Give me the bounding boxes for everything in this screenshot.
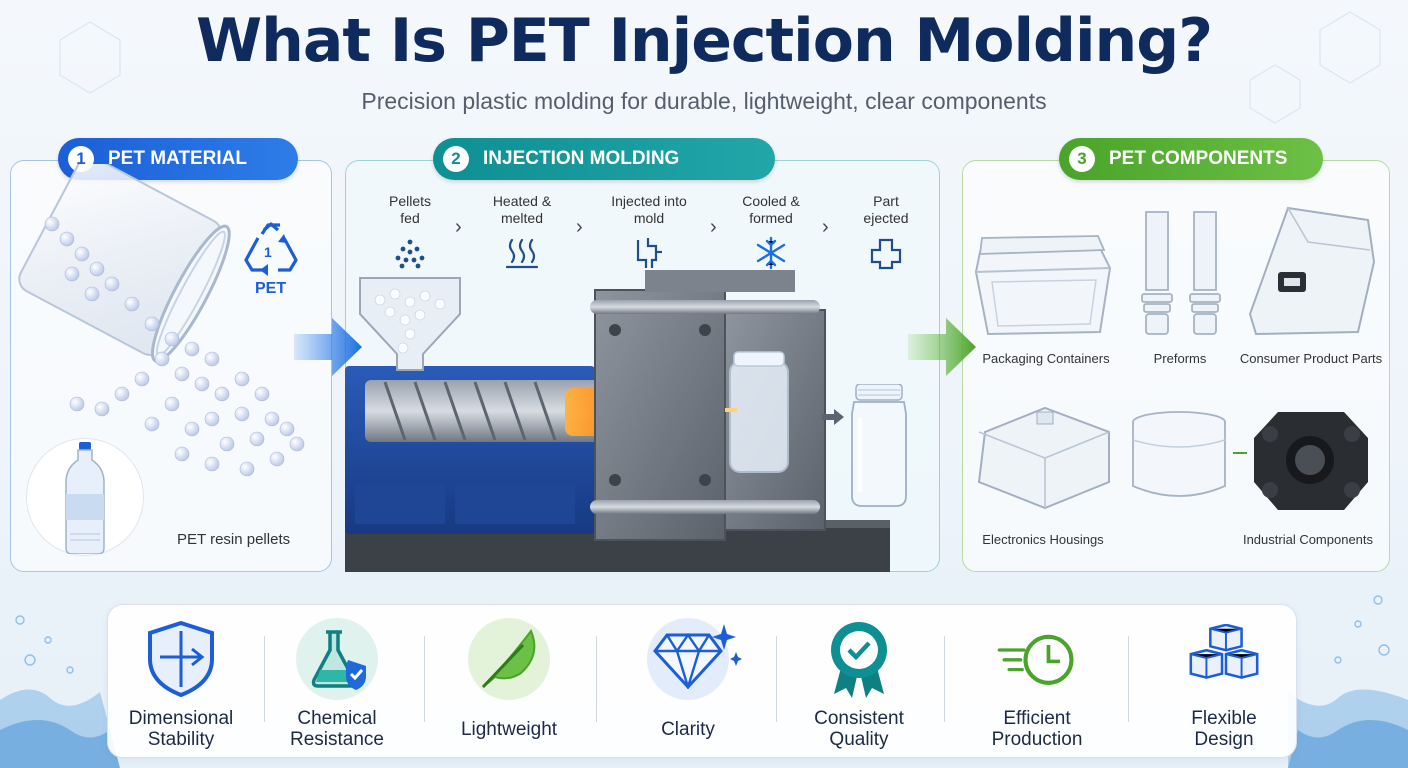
- water-splash-decoration: [1288, 595, 1408, 768]
- process-step-label: Heated &melted: [492, 193, 552, 226]
- component-label: Industrial Components: [1242, 532, 1374, 547]
- preform-icon: [1141, 211, 1221, 335]
- component-label: Preforms: [1153, 351, 1207, 366]
- arrow-right-icon: [908, 318, 976, 376]
- badge-check-icon: [818, 618, 900, 700]
- consumer-part-icon: [1248, 206, 1376, 336]
- section-number: 3: [1069, 146, 1095, 172]
- clear-jar-icon: [1132, 411, 1226, 497]
- component-label: Electronics Housings: [982, 532, 1104, 547]
- recycle-icon: [244, 222, 298, 276]
- divider: [776, 636, 777, 722]
- snowflake-icon: [756, 236, 786, 270]
- pellets-icon: [395, 239, 425, 269]
- arrow-right-icon: [822, 409, 844, 425]
- page-title: What Is PET Injection Molding?: [195, 6, 1213, 76]
- container-icon: [974, 235, 1112, 336]
- section-label: INJECTION MOLDING: [483, 148, 680, 169]
- arrow-right-icon: [294, 318, 362, 376]
- water-splash-decoration: [0, 615, 120, 768]
- injection-machine-illustration: [345, 270, 890, 572]
- section-number: 2: [443, 146, 469, 172]
- heat-icon: [505, 238, 539, 269]
- divider: [944, 636, 945, 722]
- divider: [424, 636, 425, 722]
- clear-jar-icon: [851, 384, 907, 507]
- divider: [1128, 636, 1129, 722]
- chevron-right-icon: ›: [455, 216, 462, 238]
- water-bottle-icon: [65, 442, 105, 554]
- industrial-part-icon: [1254, 412, 1368, 510]
- process-step-label: Cooled &formed: [742, 193, 800, 226]
- divider: [596, 636, 597, 722]
- section-label: PET MATERIAL: [108, 148, 247, 169]
- page-subtitle: Precision plastic molding for durable, l…: [361, 88, 1047, 114]
- sparkle-icon: [712, 624, 742, 666]
- benefit-clarity: Clarity: [609, 618, 767, 752]
- chevron-right-icon: ›: [710, 216, 717, 238]
- pellets-jar-icon: [18, 164, 305, 477]
- component-label: Consumer Product Parts: [1239, 351, 1383, 366]
- section-label: PET COMPONENTS: [1109, 148, 1288, 169]
- section-header-components: 3 PET COMPONENTS: [1059, 138, 1323, 180]
- eject-icon: [870, 238, 902, 270]
- clock-speed-icon: [996, 618, 1078, 700]
- section-header-molding: 2 INJECTION MOLDING: [433, 138, 775, 180]
- mold-inject-icon: [636, 238, 662, 268]
- recycle-code: 1: [264, 244, 272, 260]
- benefit-lightweight: Lightweight: [430, 618, 588, 752]
- connector-line: [1233, 452, 1247, 454]
- cubes-icon: [1183, 618, 1265, 700]
- flask-icon: [296, 618, 378, 700]
- resin-caption: PET resin pellets: [177, 531, 291, 548]
- feather-icon: [468, 618, 550, 700]
- divider: [264, 636, 265, 722]
- chevron-right-icon: ›: [576, 216, 583, 238]
- recycle-label: PET: [255, 280, 287, 297]
- housing-icon: [977, 406, 1110, 510]
- chevron-right-icon: ›: [822, 216, 829, 238]
- component-label: Packaging Containers: [982, 351, 1110, 366]
- shield-icon: [140, 618, 222, 700]
- diamond-icon: [647, 618, 729, 700]
